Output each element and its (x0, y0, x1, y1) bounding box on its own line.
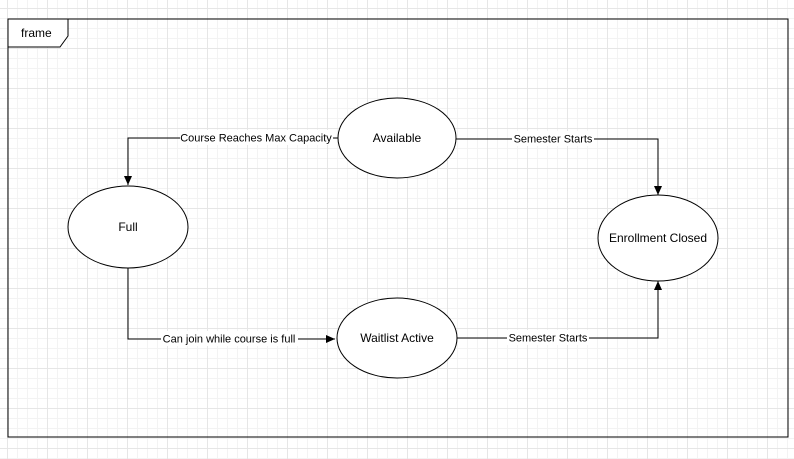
state-label: Available (373, 131, 422, 145)
state-shape (337, 97, 457, 179)
transition-waitlist-to-closed[interactable]: Semester Starts (456, 281, 662, 345)
frame-tab (7, 18, 69, 48)
edge-line (456, 138, 662, 195)
edge-label: Semester Starts (514, 134, 593, 146)
transition-full-to-waitlist[interactable]: Can join while course is full (127, 267, 335, 346)
state-full[interactable]: Full (67, 185, 189, 269)
edge-line (456, 281, 662, 339)
edge-label-bg (180, 130, 333, 145)
edge-label-bg (507, 330, 589, 345)
edge-label: Semester Starts (509, 333, 588, 345)
state-waitlist-active[interactable]: Waitlist Active (336, 297, 458, 379)
frame-label: frame (21, 26, 52, 40)
transition-available-to-full[interactable]: Course Reaches Max Capacity (124, 130, 338, 185)
state-enrollment-closed[interactable]: Enrollment Closed (597, 194, 719, 282)
transition-available-to-closed[interactable]: Semester Starts (456, 131, 662, 195)
edge-line (127, 267, 335, 343)
state-available[interactable]: Available (337, 97, 457, 179)
state-shape (336, 297, 458, 379)
edge-label-bg (161, 331, 298, 346)
state-shape (67, 185, 189, 269)
state-shape (597, 194, 719, 282)
state-label: Enrollment Closed (609, 231, 707, 245)
frame-border (7, 18, 789, 438)
frame: frame (7, 18, 789, 438)
edge-label: Can join while course is full (163, 334, 296, 346)
edge-line (124, 137, 338, 185)
state-label: Waitlist Active (360, 331, 434, 345)
edge-label-bg (512, 131, 594, 146)
edge-label: Course Reaches Max Capacity (180, 133, 332, 145)
state-label: Full (118, 220, 137, 234)
